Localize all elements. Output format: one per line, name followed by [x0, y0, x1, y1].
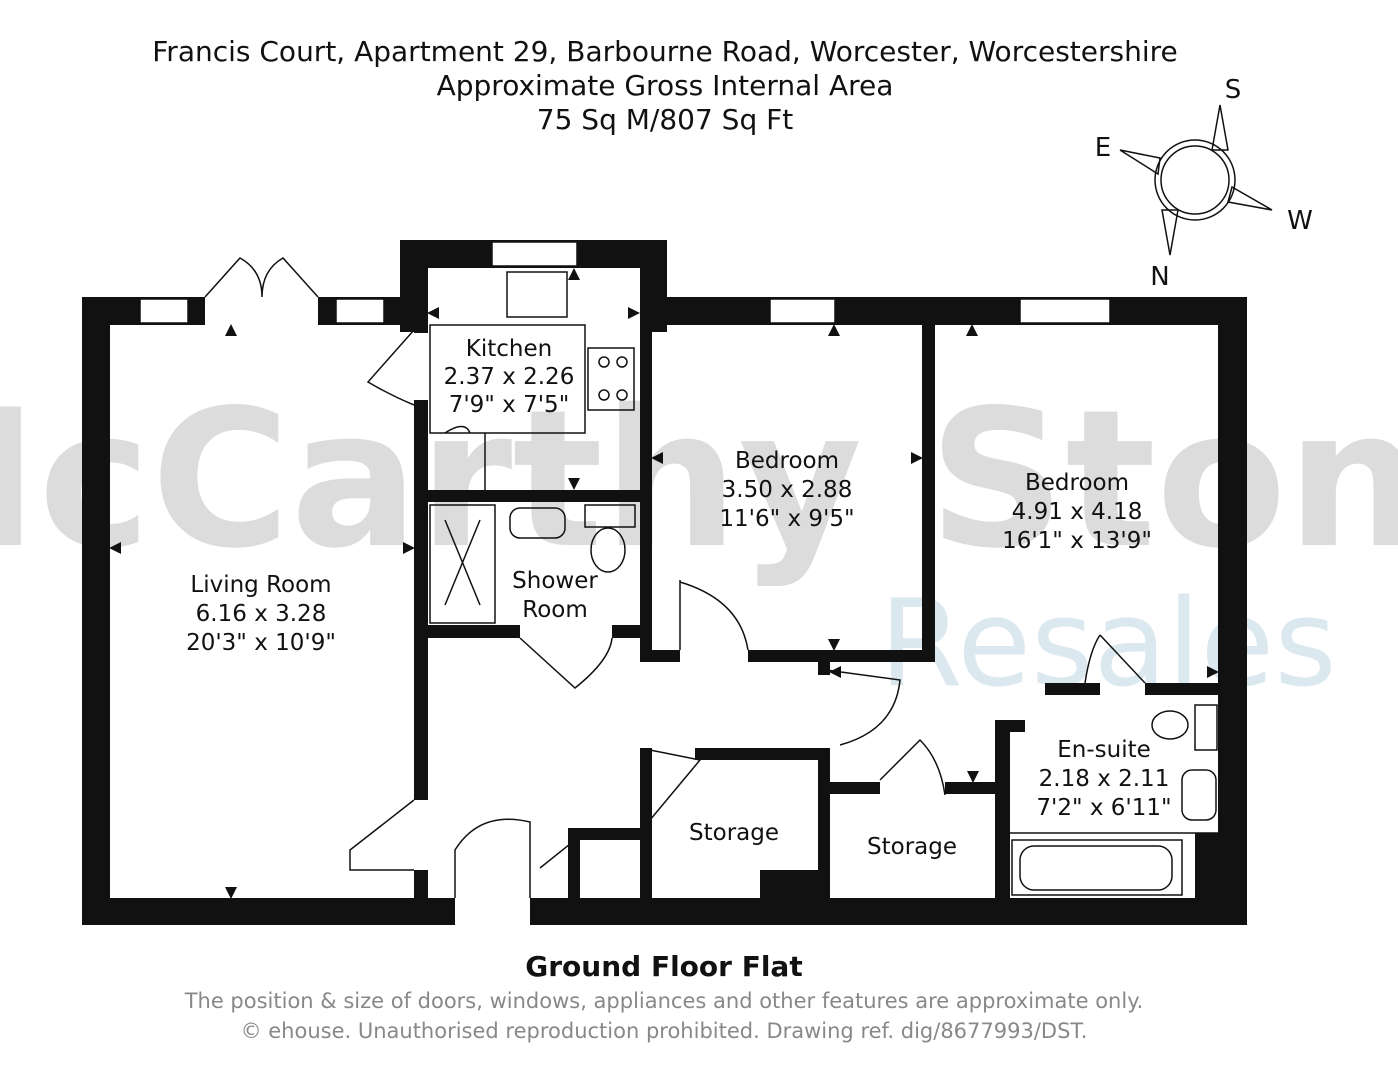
room-living: Living Room 6.16 x 3.28 20'3" x 10'9" — [186, 572, 336, 656]
wall — [945, 782, 995, 794]
wall — [818, 748, 830, 898]
dimension-arrows — [109, 268, 1219, 899]
dimension-arrow — [966, 324, 978, 336]
room-kitchen: Kitchen 2.37 x 2.26 7'9" x 7'5" — [444, 336, 575, 418]
room-bedroom-2: Bedroom 4.91 x 4.18 16'1" x 13'9" — [1002, 470, 1152, 554]
wall — [748, 650, 935, 662]
ensuite-imperial: 7'2" x 6'11" — [1036, 795, 1171, 821]
shower-name-1: Shower — [512, 568, 598, 594]
wall — [414, 325, 428, 333]
wall — [1218, 297, 1247, 925]
wall — [414, 870, 428, 898]
living-metric: 6.16 x 3.28 — [196, 601, 327, 627]
wall — [760, 870, 818, 898]
wall — [414, 400, 428, 800]
wall — [568, 828, 640, 840]
wall — [82, 898, 455, 925]
shower-name-2: Room — [522, 597, 588, 623]
kitchen-imperial: 7'9" x 7'5" — [449, 392, 570, 418]
wall — [830, 782, 880, 794]
copyright: © ehouse. Unauthorised reproduction proh… — [240, 1019, 1088, 1043]
wall — [420, 490, 640, 502]
dimension-arrow — [828, 639, 840, 651]
kitchen-name: Kitchen — [466, 336, 552, 362]
dimension-arrow — [427, 307, 439, 319]
floor-title: Ground Floor Flat — [525, 950, 803, 983]
wall — [818, 650, 830, 675]
compass-e: E — [1095, 133, 1111, 163]
dimension-arrow — [225, 324, 237, 336]
walls — [82, 240, 1247, 925]
ensuite-name: En-suite — [1057, 737, 1151, 763]
dimension-arrow — [568, 268, 580, 280]
area-label: Approximate Gross Internal Area — [436, 69, 894, 102]
compass: S N E W — [1095, 75, 1313, 292]
dimension-arrow — [651, 452, 663, 464]
dimension-arrow — [568, 478, 580, 490]
wall — [640, 638, 652, 660]
room-bedroom-1: Bedroom 3.50 x 2.88 11'6" x 9'5" — [719, 448, 854, 532]
bedroom1-imperial: 11'6" x 9'5" — [719, 506, 854, 532]
wall — [1195, 833, 1218, 898]
wall — [1045, 683, 1100, 695]
bedroom1-metric: 3.50 x 2.88 — [722, 477, 853, 503]
wall — [695, 748, 818, 760]
disclaimer: The position & size of doors, windows, a… — [184, 989, 1144, 1013]
wall — [82, 297, 110, 925]
dimension-arrow — [1207, 666, 1219, 678]
bedroom2-name: Bedroom — [1025, 470, 1129, 496]
dimension-arrow — [911, 452, 923, 464]
room-ensuite: En-suite 2.18 x 2.11 7'2" x 6'11" — [1036, 737, 1171, 821]
wall — [640, 325, 652, 662]
watermark-mccarthy-stone: McCarthy Stone — [0, 369, 1398, 590]
wall — [568, 828, 580, 898]
kitchen-metric: 2.37 x 2.26 — [444, 364, 575, 390]
bedroom2-metric: 4.91 x 4.18 — [1012, 499, 1143, 525]
ensuite-metric: 2.18 x 2.11 — [1039, 766, 1170, 792]
dimension-arrow — [967, 771, 979, 783]
dimension-arrow — [225, 887, 237, 899]
wall — [640, 297, 1247, 325]
wall — [922, 325, 935, 662]
dimension-arrow — [403, 542, 415, 554]
dimension-arrow — [828, 324, 840, 336]
room-shower: Shower Room — [512, 568, 598, 623]
compass-s: S — [1225, 75, 1242, 105]
bedroom2-imperial: 16'1" x 13'9" — [1002, 528, 1152, 554]
storage-2-name: Storage — [867, 834, 957, 860]
wall — [400, 240, 428, 332]
dimension-arrow — [628, 307, 640, 319]
wall — [995, 720, 1025, 732]
wall — [995, 720, 1010, 898]
area-value: 75 Sq M/807 Sq Ft — [536, 103, 794, 136]
living-name: Living Room — [190, 572, 331, 598]
storage-1-name: Storage — [689, 820, 779, 846]
wall — [530, 898, 1247, 925]
dimension-arrow — [109, 542, 121, 554]
dimension-arrow — [829, 666, 841, 678]
watermark: McCarthy Stone Resales — [0, 369, 1398, 714]
living-imperial: 20'3" x 10'9" — [186, 630, 336, 656]
compass-n: N — [1150, 262, 1169, 292]
compass-w: W — [1287, 206, 1313, 236]
address-title: Francis Court, Apartment 29, Barbourne R… — [152, 35, 1178, 68]
wall — [420, 625, 520, 638]
bedroom1-name: Bedroom — [735, 448, 839, 474]
wall — [1145, 683, 1218, 695]
compass-ring-icon — [1154, 139, 1236, 221]
wall — [640, 748, 652, 898]
doors-fixtures — [139, 241, 1218, 898]
